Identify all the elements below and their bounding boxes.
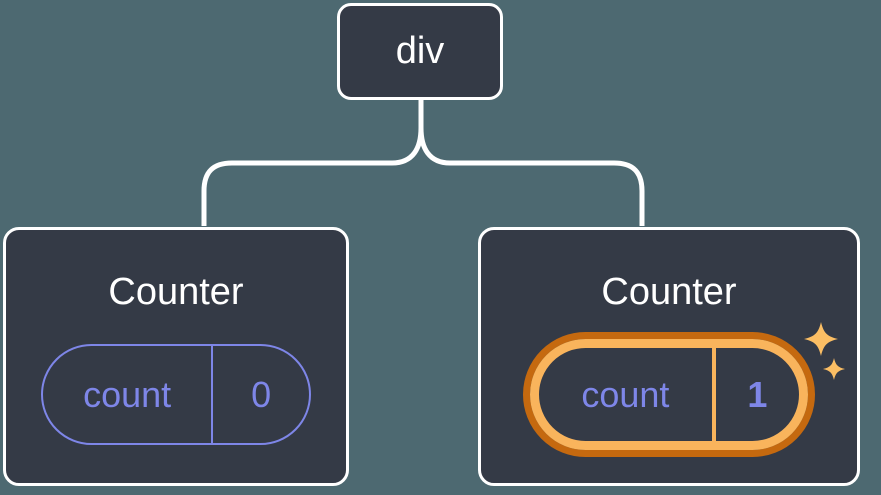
state-name-label: count bbox=[581, 373, 670, 415]
state-value: 1 bbox=[747, 373, 768, 415]
state-value: 0 bbox=[251, 373, 272, 415]
state-pill-right-highlighted: count 1 bbox=[523, 332, 815, 457]
state-pill-left: count 0 bbox=[41, 344, 311, 445]
connector-right-branch bbox=[418, 100, 645, 226]
root-node-label: div bbox=[395, 30, 445, 72]
connector-left-branch bbox=[201, 100, 424, 226]
state-name-segment: count bbox=[539, 348, 716, 441]
sparkle-star-small bbox=[823, 358, 845, 380]
state-pill-inner-ring: count 1 bbox=[530, 339, 808, 450]
state-name-label: count bbox=[83, 373, 172, 415]
root-node-div: div bbox=[337, 3, 503, 100]
counter-title-right: Counter bbox=[601, 271, 737, 313]
state-value-segment: 1 bbox=[716, 348, 799, 441]
counter-card-right: Counter count 1 bbox=[478, 227, 860, 486]
state-name-segment: count bbox=[43, 346, 214, 443]
counter-card-left: Counter count 0 bbox=[3, 227, 349, 486]
sparkle-star-large bbox=[804, 322, 838, 356]
state-value-segment: 0 bbox=[213, 346, 309, 443]
counter-title-left: Counter bbox=[108, 271, 244, 313]
